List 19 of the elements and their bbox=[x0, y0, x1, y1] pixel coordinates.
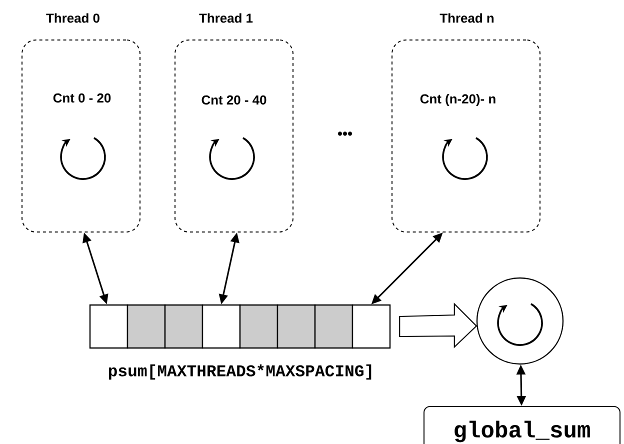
array-cell bbox=[126, 304, 166, 349]
array-cell bbox=[276, 304, 316, 349]
array-cell bbox=[89, 304, 128, 349]
thread-heading: Thread n bbox=[440, 13, 494, 23]
thread-heading: Thread 0 bbox=[46, 13, 100, 23]
variable-box: global_sum bbox=[424, 406, 620, 444]
array-cell bbox=[352, 304, 391, 349]
thread-heading: Thread 1 bbox=[199, 13, 253, 23]
counter-range: Cnt 0 - 20 bbox=[53, 93, 111, 103]
array-cell bbox=[239, 304, 278, 349]
ellipsis-dots: ••• bbox=[338, 132, 352, 136]
counter-range: Cnt (n-20)- n bbox=[420, 94, 496, 106]
loop-circle bbox=[476, 277, 564, 365]
array-cell bbox=[314, 304, 354, 349]
array-cell bbox=[202, 304, 241, 349]
counter-range: Cnt 20 - 40 bbox=[202, 95, 266, 105]
hollow-arrow bbox=[399, 302, 478, 348]
array-label: psum[MAXTHREADS*MAXSPACING] bbox=[108, 364, 372, 380]
array-cell bbox=[164, 304, 204, 349]
